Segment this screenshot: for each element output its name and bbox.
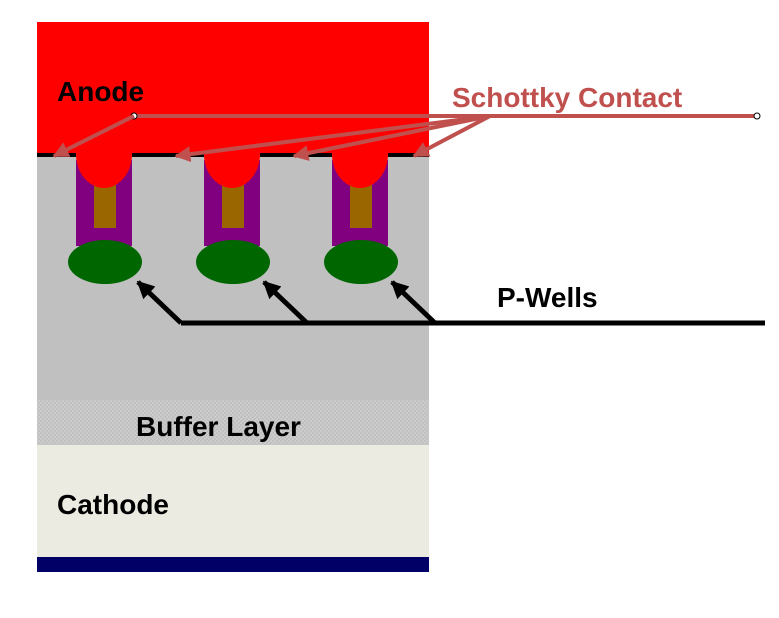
cathode-contact-strip (37, 557, 429, 572)
schottky-arrow (412, 114, 491, 158)
callout-endpoint (753, 112, 761, 120)
trench-core (222, 182, 244, 228)
anode-plug (332, 120, 388, 188)
cathode-label: Cathode (57, 489, 169, 520)
p-well (324, 240, 398, 284)
anode-plug (204, 120, 260, 188)
p-wells-arrow (390, 280, 437, 325)
p-wells-arrow (262, 280, 309, 325)
trench-core (94, 182, 116, 228)
anode-label: Anode (57, 76, 144, 107)
p-well (68, 240, 142, 284)
trench-core (350, 182, 372, 228)
p-wells-arrow (136, 280, 183, 325)
cathode-layer (37, 445, 429, 557)
p-well (196, 240, 270, 284)
schottky-arrow (52, 114, 135, 158)
p-wells-label: P-Wells (497, 282, 598, 313)
buffer-layer-label: Buffer Layer (136, 411, 301, 442)
schottky-contact-label: Schottky Contact (452, 82, 682, 113)
schottky-arrow (174, 114, 491, 163)
schottky-arrow (292, 114, 491, 161)
buffer-layer (37, 400, 429, 445)
